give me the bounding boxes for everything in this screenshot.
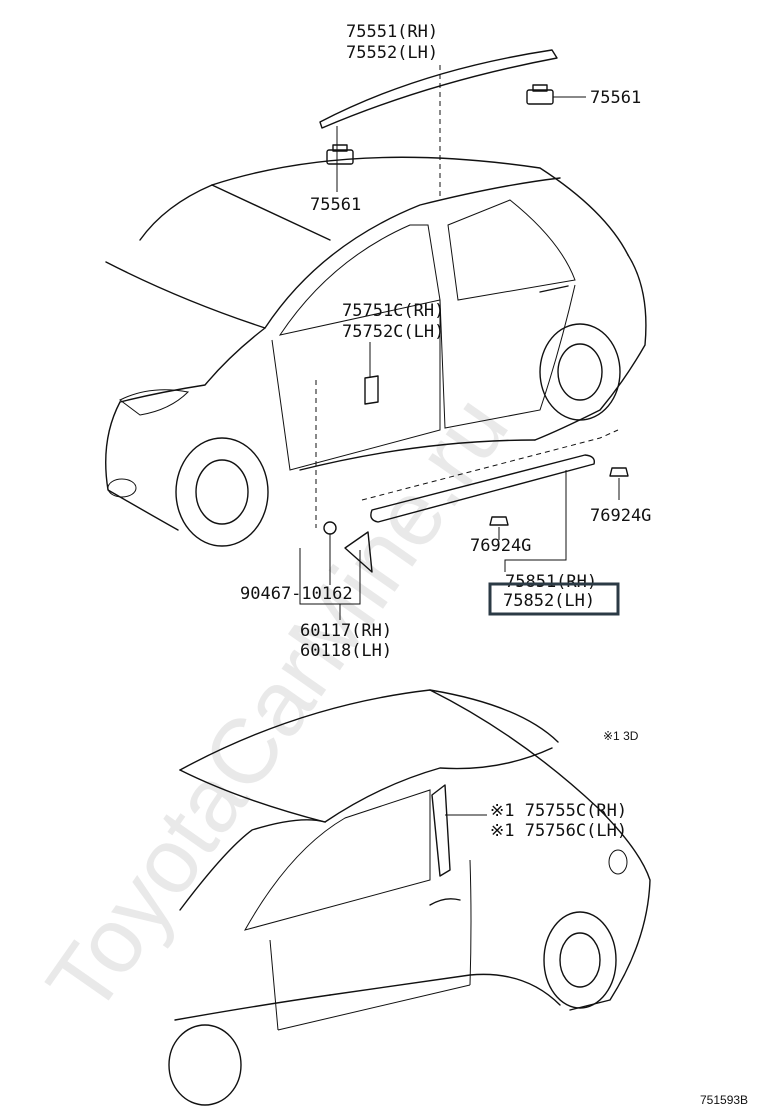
highlight-box: [488, 582, 620, 616]
lower-vehicle-drawing: [168, 689, 651, 1106]
label-roof-molding-lh: 75552(LH): [346, 43, 438, 63]
label-nut-right: 76924G: [590, 506, 651, 526]
label-pillar-garnish-lh: ※1 75756C(LH): [490, 821, 627, 841]
label-door-molding-lh: 75752C(LH): [342, 322, 444, 342]
screw-part[interactable]: [323, 521, 337, 535]
label-clip-right: 75561: [590, 88, 641, 108]
label-cover-lh: 60118(LH): [300, 641, 392, 661]
nut-left-part[interactable]: [489, 516, 509, 526]
label-rocker-molding-rh: 75851(RH): [505, 572, 597, 592]
door-molding-part[interactable]: [364, 375, 379, 405]
label-roof-molding-rh: 75551(RH): [346, 22, 438, 42]
pillar-cover-part[interactable]: [344, 531, 373, 573]
pillar-garnish-part[interactable]: [431, 784, 451, 877]
label-nut-left: 76924G: [470, 536, 531, 556]
figure-code: 751593B: [700, 1093, 748, 1107]
label-screw: 90467-10162: [240, 584, 353, 604]
label-door-molding-rh: 75751C(RH): [342, 301, 444, 321]
label-pillar-garnish-rh: ※1 75755C(RH): [490, 801, 627, 821]
roof-molding-part[interactable]: [319, 49, 558, 129]
note-3-door: ※1 3D: [603, 729, 639, 743]
rocker-molding-part[interactable]: [370, 454, 595, 523]
nut-right-part[interactable]: [609, 467, 629, 477]
label-clip-left: 75561: [310, 195, 361, 215]
roof-clip-left-part[interactable]: [326, 144, 354, 165]
roof-clip-right-part[interactable]: [526, 84, 554, 105]
label-cover-rh: 60117(RH): [300, 621, 392, 641]
label-rocker-molding-lh: 75852(LH): [503, 591, 595, 611]
upper-vehicle-drawing: [105, 49, 647, 620]
